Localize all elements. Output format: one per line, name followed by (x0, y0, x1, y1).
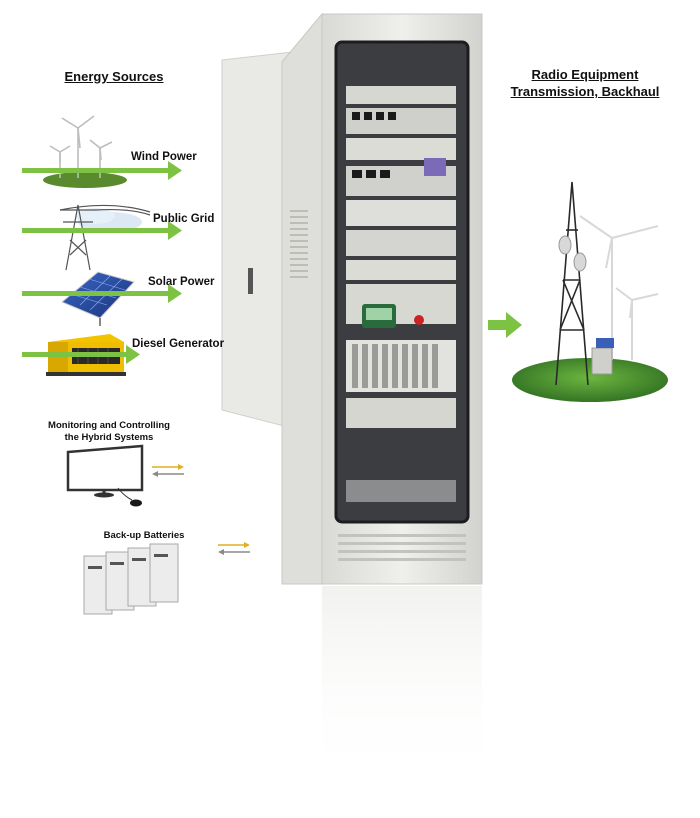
wind-power-label: Wind Power (131, 151, 197, 163)
battery-bank-icon (83, 543, 179, 615)
monitoring-exchange-arrows (152, 464, 184, 477)
radio-heading-line1: Radio Equipment (531, 67, 639, 82)
equipment-rows (346, 86, 456, 502)
radio-heading-line2: Transmission, Backhaul (510, 84, 660, 99)
monitoring-label: Monitoring and Controlling the Hybrid Sy… (34, 420, 184, 444)
solar-panel-icon (61, 271, 135, 326)
output-arrow (488, 312, 522, 338)
cabinet-body (321, 13, 483, 585)
public-grid-label: Public Grid (153, 213, 215, 225)
emergency-stop (414, 315, 424, 325)
monitoring-label-line2: the Hybrid Systems (64, 432, 154, 443)
battery-exchange-arrows (218, 542, 250, 555)
diesel-generator-label: Diesel Generator (132, 338, 225, 350)
monitor-icon (66, 444, 144, 507)
diesel-generator-arrow (22, 345, 140, 364)
solar-power-label: Solar Power (148, 276, 215, 288)
telecom-site-icon (512, 181, 668, 402)
power-pylon-icon (59, 204, 151, 271)
wind-turbines-icon (43, 115, 127, 188)
monitoring-label-line1: Monitoring and Controlling (48, 420, 170, 431)
public-grid-arrow (22, 221, 182, 240)
solar-power-arrow (22, 284, 182, 303)
cabinet-door (221, 12, 323, 585)
radio-equipment-heading: Radio Equipment Transmission, Backhaul (505, 66, 665, 100)
wind-power-arrow (22, 161, 182, 180)
door-handle (248, 268, 253, 294)
energy-sources-heading: Energy Sources (64, 69, 164, 84)
cabinet-reflection (322, 586, 482, 786)
backup-batteries-label: Back-up Batteries (103, 530, 185, 541)
